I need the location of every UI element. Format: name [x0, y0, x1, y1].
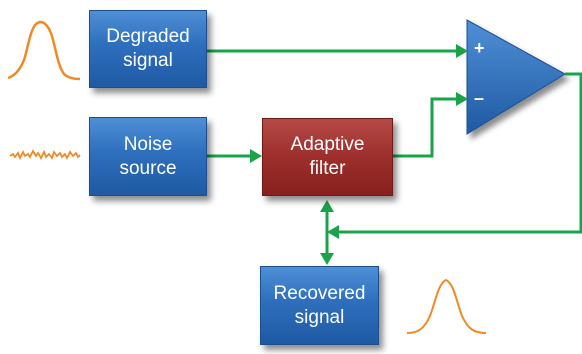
- recovered-signal-block: Recovered signal: [260, 266, 379, 345]
- arrowhead-minus: [456, 92, 468, 106]
- plus-input-label: +: [474, 38, 485, 58]
- arrowhead-up-to-filter: [320, 200, 334, 212]
- degraded-signal-block: Degraded signal: [89, 10, 207, 88]
- noise-waveform-icon: [9, 149, 81, 161]
- recovered-waveform-icon: [406, 278, 487, 334]
- connector-feedback-loop: [337, 72, 582, 234]
- minus-input-label: –: [474, 88, 485, 108]
- arrowhead-down-to-recovered: [320, 253, 334, 265]
- arrowhead-feedback: [327, 225, 339, 239]
- noise-source-block: Noise source: [89, 117, 207, 196]
- adaptive-filter-block: Adaptive filter: [262, 118, 393, 196]
- summing-junction-triangle: [466, 19, 566, 135]
- degraded-waveform-icon: [7, 20, 81, 81]
- arrowhead-plus: [456, 44, 468, 58]
- connector-filter-to-minus: [393, 97, 458, 158]
- arrowhead-filter-input: [250, 149, 262, 163]
